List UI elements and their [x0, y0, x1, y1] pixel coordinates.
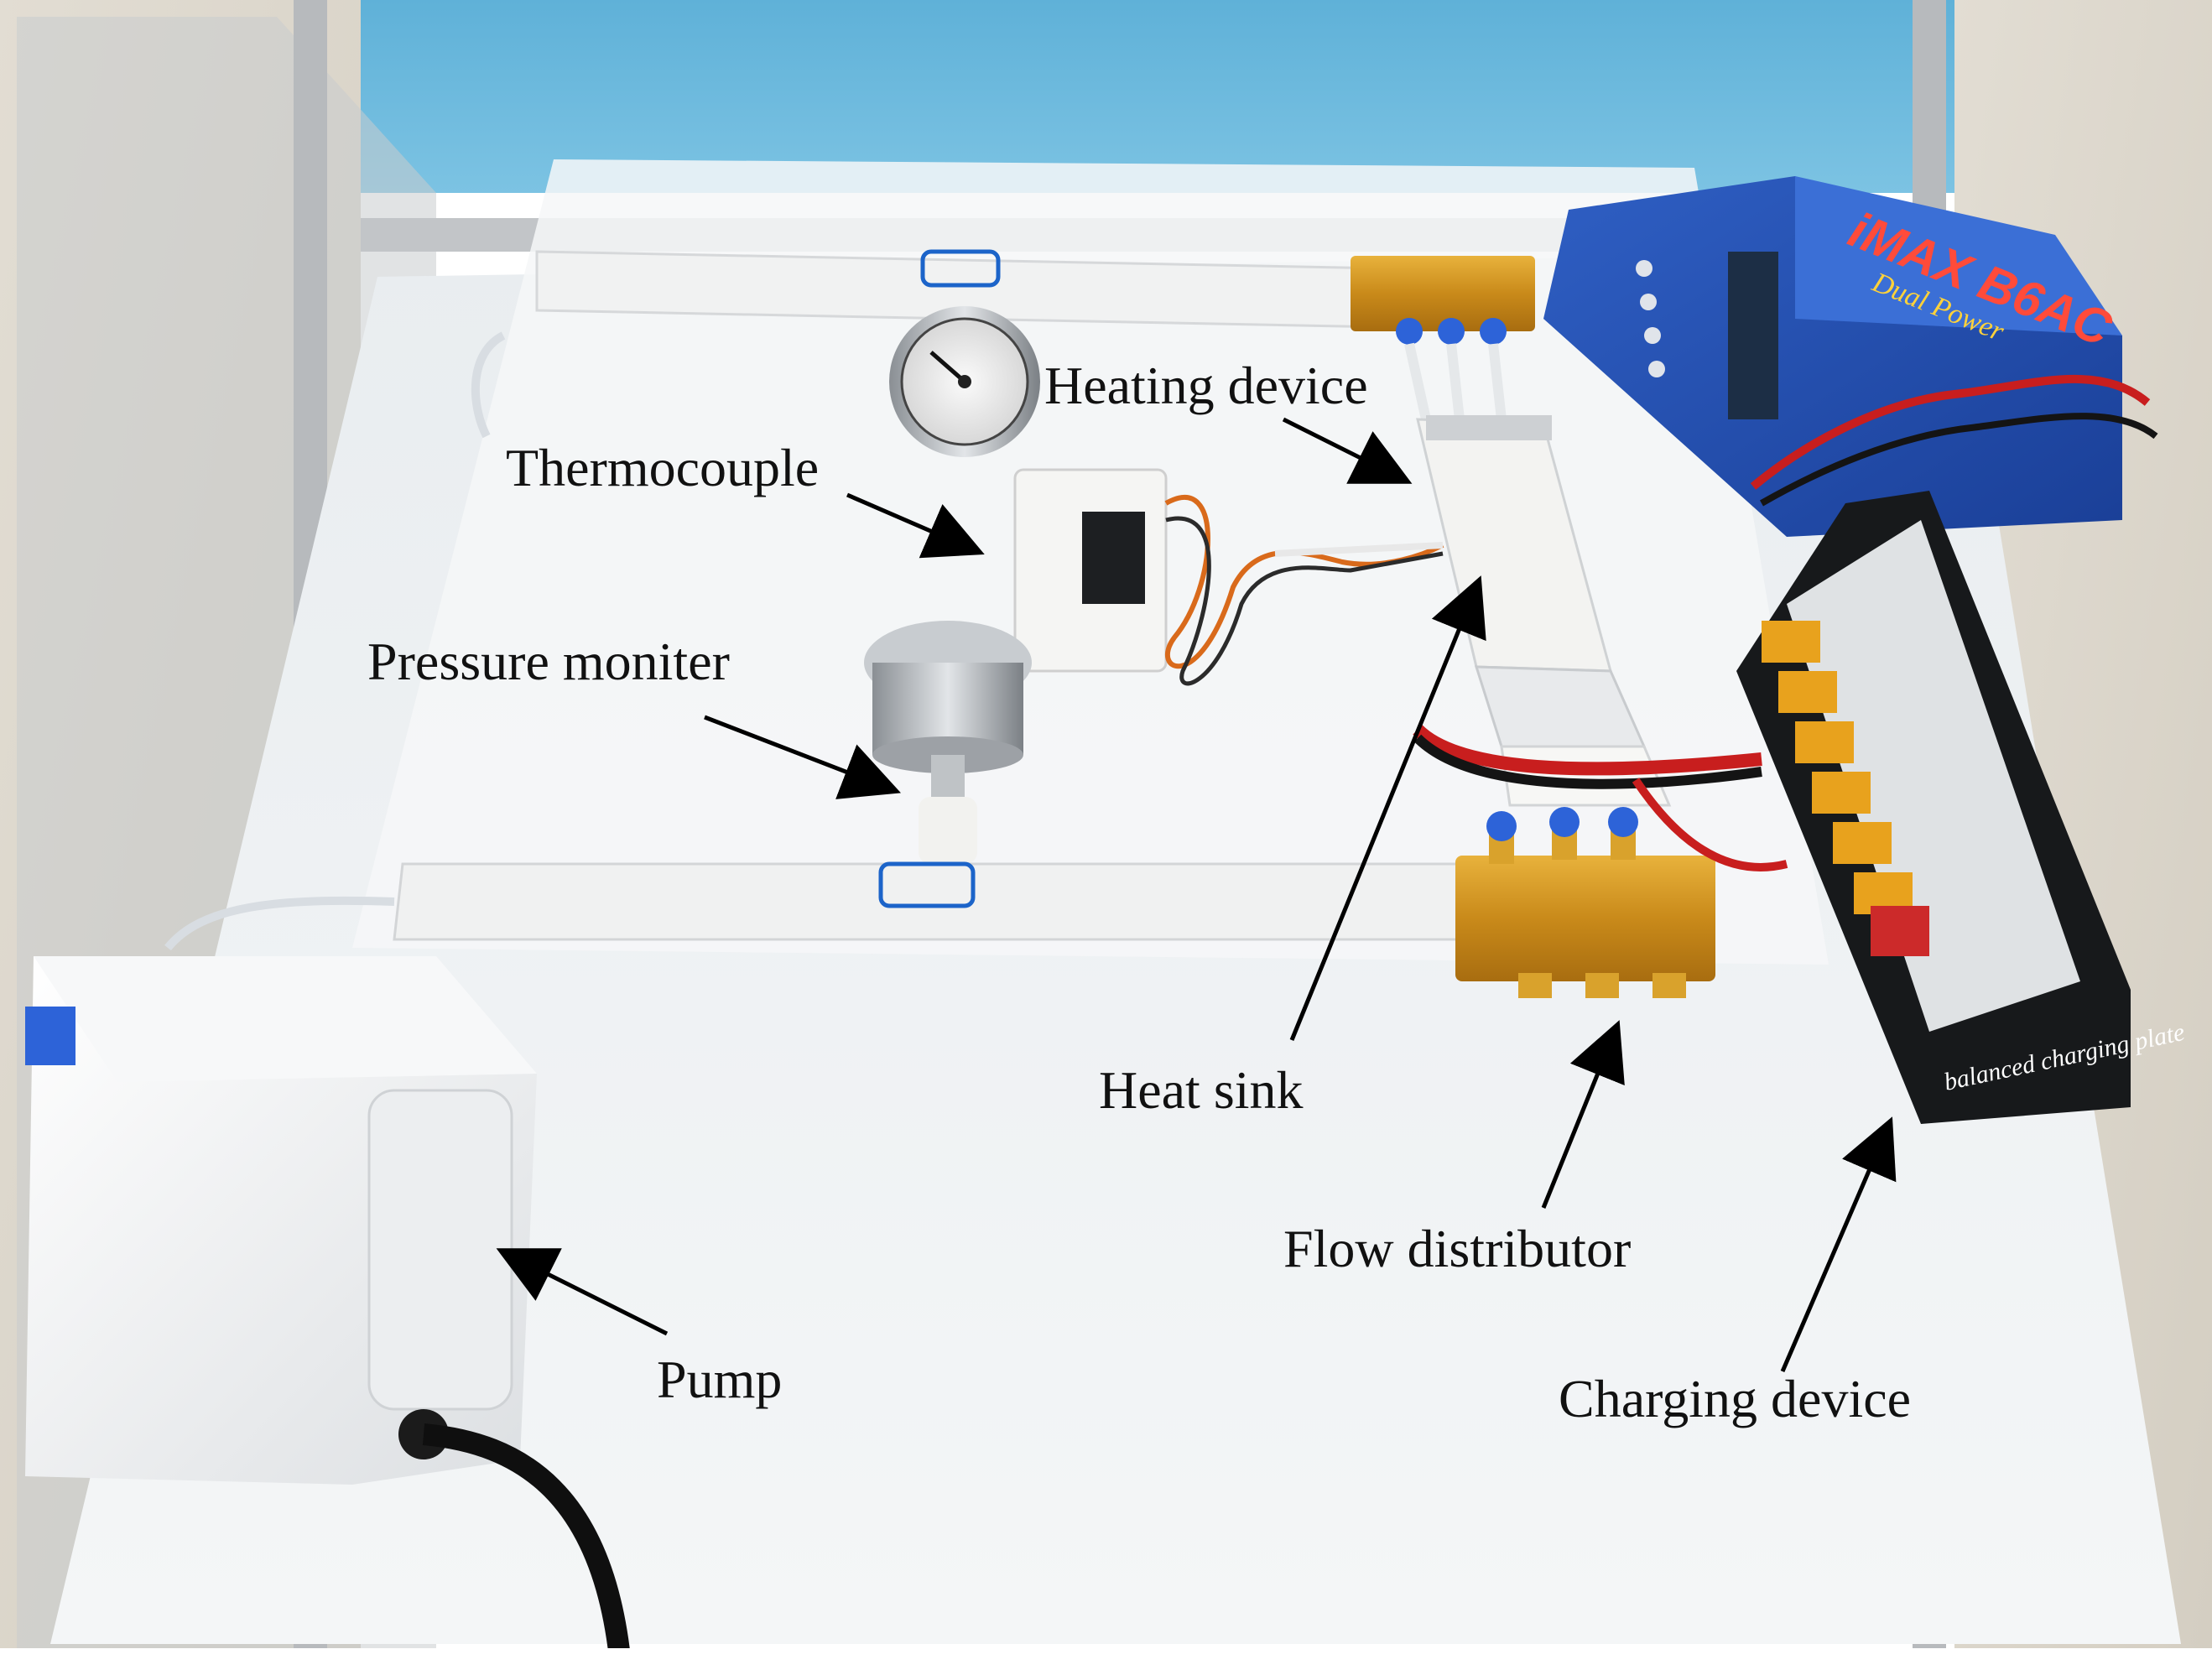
charger-lcd	[1728, 252, 1778, 419]
top-flow-distributor	[1351, 256, 1535, 331]
label-pressure-moniter: Pressure moniter	[367, 632, 730, 691]
label-thermocouple: Thermocouple	[506, 438, 820, 497]
thermocouple-display	[1082, 512, 1145, 604]
bottom-channel	[393, 862, 1470, 941]
label-charging-device: Charging device	[1559, 1369, 1912, 1428]
pump-power-cord	[422, 1423, 632, 1667]
bottom-flow-distributor	[1455, 856, 1715, 981]
bottom-gauge-fitting	[919, 797, 977, 864]
bottom-fittings-front	[1518, 973, 1686, 998]
label-flow-distributor: Flow distributor	[1283, 1219, 1632, 1278]
pump-blue-cap	[25, 1007, 75, 1065]
label-heating-device: Heating device	[1044, 356, 1368, 415]
charging-plate-connectors	[1762, 621, 1929, 956]
top-fittings	[1396, 318, 1507, 345]
top-channel-sticker	[920, 249, 1001, 288]
bottom-channel-sticker	[878, 861, 976, 908]
pump-end-cap	[367, 1089, 513, 1411]
bottom-fittings-top	[1486, 807, 1638, 864]
label-pump: Pump	[657, 1350, 783, 1409]
label-heat-sink: Heat sink	[1099, 1060, 1304, 1120]
